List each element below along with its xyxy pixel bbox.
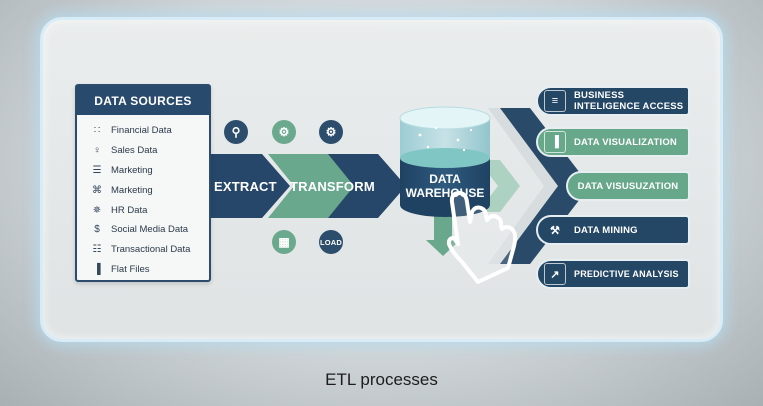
data-sources-panel: DATA SOURCES ∷ Financial Data ♀ Sales Data ☰… <box>75 84 211 282</box>
bar-chart-icon: ▐ <box>93 263 101 275</box>
data-source-item: ☷ Transactional Data <box>89 240 209 260</box>
output-label: PREDICTIVE ANALYSIS <box>574 268 679 279</box>
output-label: BUSINESS INTELIGENCE ACCESS <box>574 90 684 112</box>
spreadsheet-icon: ▦ <box>272 230 296 254</box>
load-label: LOAD <box>319 237 343 247</box>
data-source-label: Flat Files <box>111 263 150 275</box>
warehouse-label-line1: DATA <box>429 172 461 186</box>
extract-arrow <box>208 154 290 218</box>
transform-arrow <box>268 154 358 218</box>
data-source-label: Marketing <box>111 164 153 176</box>
search-icon: ⚲ <box>224 120 248 144</box>
output-data-visusuzation: DATA VISUSUZATION <box>566 171 690 201</box>
data-source-label: Sales Data <box>111 145 158 157</box>
data-source-item: ✵ HR Data <box>89 200 209 220</box>
output-data-visualization: ▐ DATA VISUALIZATION <box>536 127 690 157</box>
output-label: DATA MINING <box>574 224 638 236</box>
output-business-intelligence: ≡ BUSINESS INTELIGENCE ACCESS <box>536 86 690 116</box>
chart-icon: ∷ <box>93 125 101 137</box>
cart-icon: ⌘ <box>92 184 102 196</box>
data-warehouse-cylinder <box>399 106 491 217</box>
pickaxe-icon: ⚒ <box>549 224 561 237</box>
data-source-item: ⌘ Marketing <box>89 180 209 200</box>
list-icon: ☰ <box>92 164 102 176</box>
person-icon: ♀ <box>93 145 101 157</box>
bar-chart-icon: ▐ <box>544 131 566 153</box>
transform-label: TRANSFORM <box>290 179 375 194</box>
data-source-label: Social Media Data <box>111 224 189 236</box>
data-source-item: ♀ Sales Data <box>89 141 209 161</box>
warehouse-label: DATA WAREHOUSE <box>396 172 494 200</box>
warehouse-label-line2: WAREHOUSE <box>405 186 485 200</box>
data-source-item: ▐ Flat Files <box>89 260 209 280</box>
caption: ETL processes <box>325 370 438 389</box>
settings-gear-icon: ⚙ <box>319 120 343 144</box>
output-predictive-analysis: ↗ PREDICTIVE ANALYSIS <box>536 259 690 289</box>
data-source-label: Transactional Data <box>111 244 191 256</box>
document-icon: ☷ <box>92 244 102 256</box>
data-source-label: Financial Data <box>111 125 172 137</box>
data-source-label: Marketing <box>111 184 153 196</box>
data-source-item: ∷ Financial Data <box>89 121 209 141</box>
gear-icon: ⚙ <box>272 120 296 144</box>
network-icon: ✵ <box>92 204 102 216</box>
dollar-icon: $ <box>94 224 100 236</box>
load-arrow <box>328 154 406 218</box>
output-label: DATA VISUSUZATION <box>577 180 679 192</box>
output-data-mining: ⚒ DATA MINING <box>536 215 690 245</box>
data-source-label: HR Data <box>111 204 148 216</box>
extract-label: EXTRACT <box>214 179 277 194</box>
trend-chart-icon: ↗ <box>544 263 566 285</box>
data-source-item: ☰ Marketing <box>89 161 209 181</box>
load-badge: LOAD <box>319 230 343 254</box>
pointing-hand-icon <box>446 191 518 284</box>
dashboard-icon: ≡ <box>544 90 566 112</box>
output-label: DATA VISUALIZATION <box>574 136 677 148</box>
data-sources-title: DATA SOURCES <box>77 86 209 115</box>
data-sources-list: ∷ Financial Data ♀ Sales Data ☰ Marketing ⌘ Mar… <box>77 115 209 279</box>
data-source-item: $ Social Media Data <box>89 220 209 240</box>
